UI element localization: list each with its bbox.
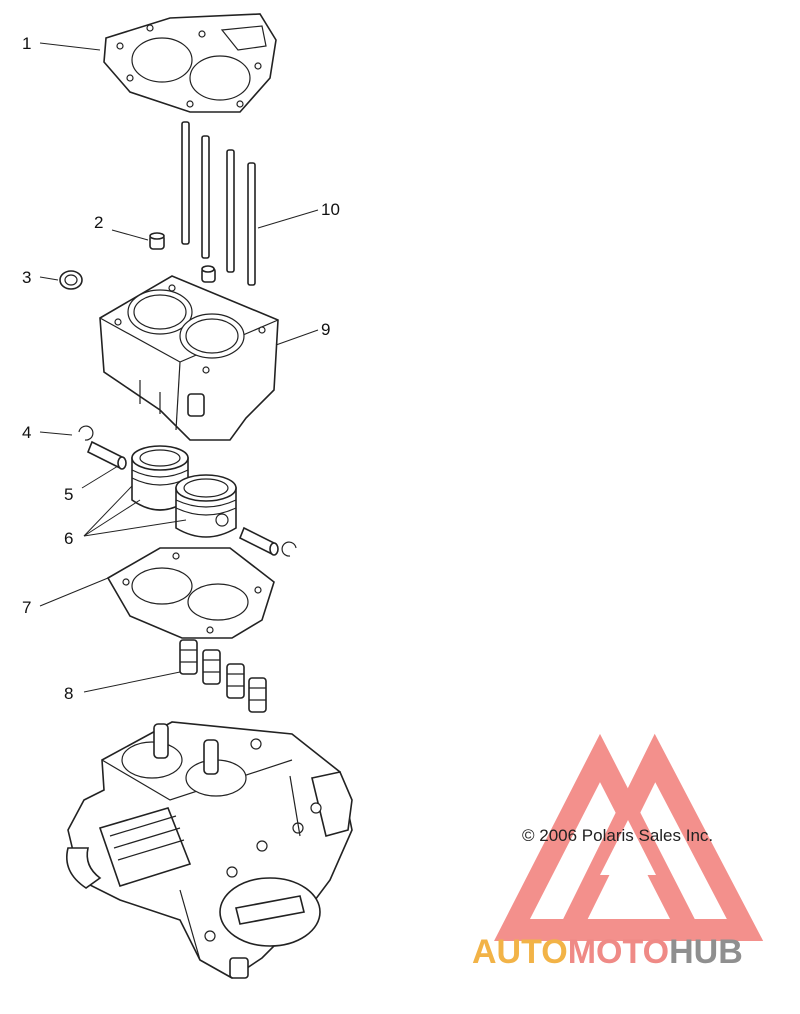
callout-6: 6 xyxy=(64,529,73,548)
part-3-plug xyxy=(59,270,83,290)
watermark-text-auto: AUTO xyxy=(472,933,568,971)
part-10-cylinder-studs xyxy=(181,121,256,286)
callout-5: 5 xyxy=(64,485,73,504)
part-9-cylinder xyxy=(99,275,279,441)
watermark-logo xyxy=(494,733,764,941)
part-1-head-gasket xyxy=(103,13,277,113)
callout-7: 7 xyxy=(22,598,31,617)
part-4-circlip xyxy=(78,425,297,557)
watermark-text-hub: HUB xyxy=(669,933,743,971)
watermark-text-moto: MOTO xyxy=(568,933,669,971)
part-5-wrist-pin xyxy=(86,440,279,556)
callout-3: 3 xyxy=(22,268,31,287)
svg-text:AUTOMOTOHUB: AUTOMOTOHUB xyxy=(472,933,743,971)
part-6-pistons xyxy=(131,445,237,538)
part-7-base-gasket xyxy=(106,547,275,639)
copyright-text: © 2006 Polaris Sales Inc. xyxy=(522,826,713,845)
callout-10: 10 xyxy=(321,200,340,219)
crankcase-engine xyxy=(66,721,353,979)
callout-1: 1 xyxy=(22,34,31,53)
callout-9: 9 xyxy=(321,320,330,339)
callout-2: 2 xyxy=(94,213,103,232)
part-2-dowel-pin xyxy=(149,232,216,283)
callout-4: 4 xyxy=(22,423,31,442)
watermark-triangle-icon xyxy=(552,733,764,941)
callout-8: 8 xyxy=(64,684,73,703)
part-8-sleeves xyxy=(179,639,267,713)
